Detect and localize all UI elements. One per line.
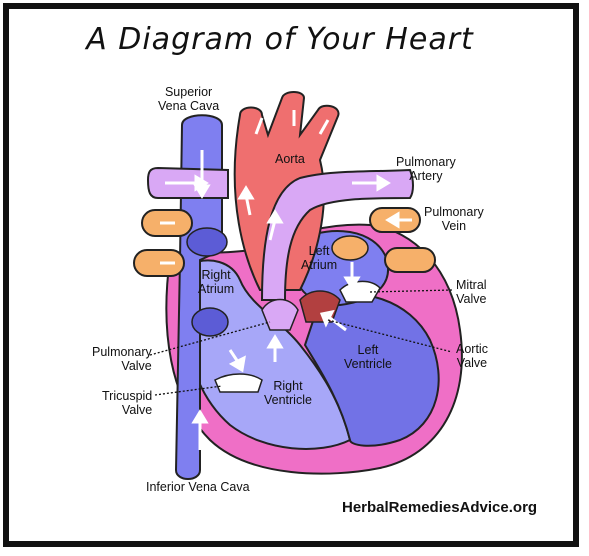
page-title: A Diagram of Your Heart	[86, 22, 474, 57]
label-right-atrium: Right Atrium	[198, 268, 235, 296]
pulmonary-artery-vessel	[260, 168, 414, 301]
pulmonary-vein-lower-left	[133, 249, 185, 277]
pulmonary-vein-lower-right	[384, 247, 436, 273]
leader-lines	[149, 289, 453, 396]
label-pulmonary-artery: Pulmonary Artery	[396, 155, 456, 183]
aortic-valve-shape	[299, 290, 341, 323]
left-ventricle-chamber	[303, 293, 440, 447]
label-tricuspid-valve: Tricuspid Valve	[102, 389, 153, 417]
pulmonary-valve-shape	[261, 298, 299, 331]
label-right-ventricle: Right Ventricle	[264, 379, 312, 407]
label-pulmonary-valve: Pulmonary Valve	[92, 345, 152, 373]
frame-border	[3, 3, 579, 547]
label-left-atrium: Left Atrium	[301, 244, 338, 272]
label-pulmonary-vein: Pulmonary Vein	[424, 205, 484, 233]
label-inferior-vena-cava: Inferior Vena Cava	[146, 480, 250, 494]
label-superior-vena-cava: Superior Vena Cava	[158, 85, 220, 113]
pulmonary-vein-opening	[331, 235, 369, 261]
tricuspid-valve-shape	[214, 373, 263, 393]
vena-cava	[174, 114, 223, 480]
ivc-opening	[191, 307, 229, 337]
label-left-ventricle: Left Ventricle	[344, 343, 392, 371]
svc-opening	[186, 227, 228, 257]
flow-arrows	[160, 110, 412, 450]
label-mitral-valve: Mitral Valve	[456, 278, 487, 306]
site-credit: HerbalRemediesAdvice.org	[342, 499, 538, 516]
label-aorta: Aorta	[275, 152, 305, 166]
label-aortic-valve: Aortic Valve	[456, 342, 488, 370]
